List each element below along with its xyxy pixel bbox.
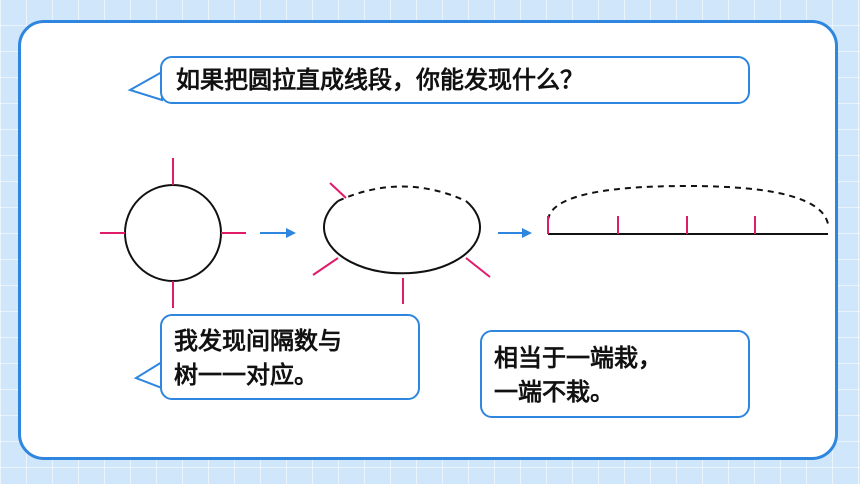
tree-mark — [465, 257, 491, 278]
arrow-right-icon — [498, 228, 532, 238]
ellipse-solid-arc — [323, 200, 481, 275]
question-text: 如果把圆拉直成线段，你能发现什么？ — [176, 66, 584, 94]
question-bubble: 如果把圆拉直成线段，你能发现什么？ — [160, 56, 750, 104]
ellipse-dashed-arc — [337, 185, 467, 202]
right-bubble-line: 相当于一端栽， — [494, 344, 662, 372]
segment-group — [547, 184, 829, 235]
circle-shape — [124, 184, 222, 282]
tree-mark — [312, 257, 339, 276]
segment-dashed-arc — [547, 184, 829, 225]
question-bubble-tail — [127, 70, 163, 102]
left-bubble-line: 我发现间隔数与 — [174, 327, 342, 355]
left-bubble-line: 树一一对应。 — [174, 361, 318, 389]
circle-group — [100, 158, 246, 308]
left-bubble-tail — [133, 360, 163, 390]
tree-mark — [329, 182, 347, 199]
right-speech-bubble: 相当于一端栽， 一端不栽。 — [480, 330, 750, 418]
ellipse-group — [312, 182, 491, 304]
left-speech-bubble: 我发现间隔数与 树一一对应。 — [160, 314, 420, 400]
arrow-right-icon — [260, 228, 296, 238]
right-bubble-line: 一端不栽。 — [494, 378, 614, 406]
